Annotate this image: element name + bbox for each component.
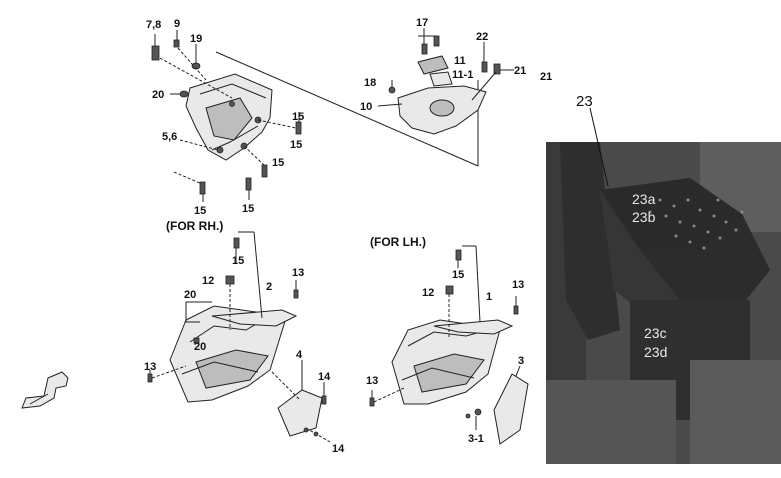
bracket-part (21, 371, 69, 409)
rh-upper-cover-assembly (151, 30, 302, 202)
part-label: 17 (416, 17, 428, 29)
part-labels: 7,8 9 19 20 5,6 15 15 15 15 15 17 22 11 … (144, 17, 552, 455)
part-label: 11-1 (452, 69, 473, 81)
photo-label-23d: 23d (644, 344, 667, 360)
part-label: 11 (454, 55, 466, 67)
photo-label-23a: 23a (632, 191, 656, 207)
part-label: 21 (540, 71, 552, 83)
part-label: 20 (184, 289, 196, 301)
part-label: 13 (292, 267, 304, 279)
part-label: 13 (366, 375, 378, 387)
part-label: 15 (194, 205, 206, 217)
battery-photo: 23 23a 23b 23c 23d (546, 93, 781, 464)
heading-rh: (FOR RH.) (166, 219, 223, 233)
upper-cover-assembly (377, 28, 514, 135)
heading-lh: (FOR LH.) (370, 235, 426, 249)
part-label: 10 (360, 101, 372, 113)
part-label: 19 (190, 33, 202, 45)
part-label: 18 (364, 77, 376, 89)
part-label: 9 (174, 18, 180, 30)
part-label: 1 (486, 291, 492, 303)
part-label: 12 (422, 287, 434, 299)
part-label: 22 (476, 31, 488, 43)
part-label: 5,6 (162, 131, 177, 143)
photo-label-23b: 23b (632, 209, 656, 225)
part-label: 4 (296, 349, 303, 361)
part-label: 15 (290, 139, 302, 151)
reference-line (215, 51, 479, 167)
part-label: 15 (272, 157, 284, 169)
part-label: 3-1 (468, 433, 484, 445)
part-label: 3 (518, 355, 524, 367)
part-label: 15 (232, 255, 244, 267)
part-label: 2 (266, 281, 272, 293)
part-label: 7,8 (146, 19, 161, 31)
lh-footrest-assembly (369, 245, 529, 445)
part-label: 13 (144, 361, 156, 373)
part-label: 20 (194, 341, 206, 353)
photo-callout-23: 23 (576, 93, 593, 110)
part-label: 12 (202, 275, 214, 287)
part-label: 15 (452, 269, 464, 281)
part-label: 15 (292, 111, 304, 123)
part-label: 20 (152, 89, 164, 101)
rh-footrest-assembly (147, 231, 331, 443)
part-label: 14 (332, 443, 345, 455)
part-label: 21 (514, 65, 526, 77)
photo-label-23c: 23c (644, 325, 667, 341)
part-label: 14 (318, 371, 331, 383)
part-label: 13 (512, 279, 524, 291)
part-label: 15 (242, 203, 254, 215)
